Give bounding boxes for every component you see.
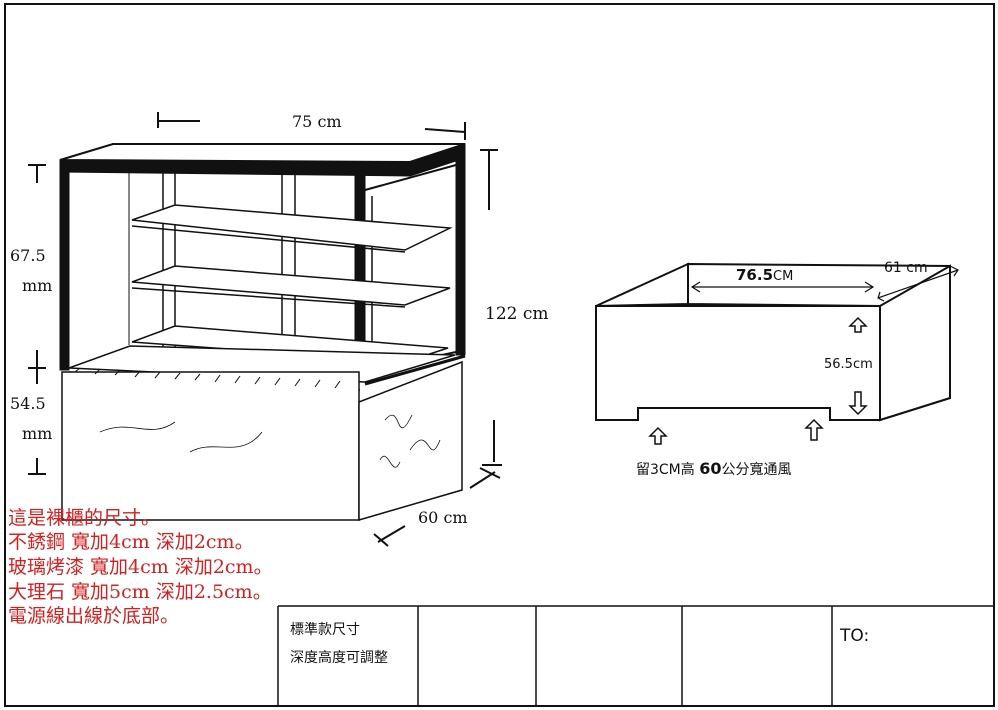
- total-height-marks: [480, 149, 502, 466]
- lower-height-unit: mm: [22, 424, 53, 443]
- cutout-height-label: 56.5cm: [824, 357, 873, 372]
- lower-height-value: 54.5: [10, 394, 46, 413]
- cabinet-width-label: 75 cm: [292, 112, 342, 131]
- note-line-4: 大理石 寬加5cm 深加2.5cm。: [8, 581, 272, 603]
- cutout-drawing: [595, 262, 951, 422]
- cutout-width-arrow: [690, 265, 959, 302]
- airflow-arrows: [648, 316, 868, 445]
- width-dimension-marks: [157, 112, 466, 140]
- height-dimension-marks: [28, 164, 46, 475]
- vent-prefix: 留3CM高: [636, 462, 700, 478]
- sheet-border: [4, 3, 995, 707]
- note-line-1: 這是裸櫃的尺寸。: [8, 507, 161, 529]
- cutout-width-value: 76.5: [736, 266, 774, 284]
- title-standard-size: 標準款尺寸: [290, 622, 360, 638]
- title-block: [277, 605, 994, 706]
- note-line-3: 玻璃烤漆 寬加4cm 深加2cm。: [8, 556, 273, 578]
- upper-height-unit: mm: [22, 276, 53, 295]
- cutout-width-unit: CM: [773, 269, 794, 284]
- note-line-2: 不銹鋼 寬加4cm 深加2cm。: [8, 531, 254, 553]
- cutout-width-label: 76.5CM: [736, 266, 793, 284]
- note-line-5: 電源線出線於底部。: [8, 605, 180, 627]
- cabinet-drawing: [59, 143, 466, 521]
- ventilation-note: 留3CM高 60公分寬通風: [636, 459, 791, 479]
- depth-dimension-marks: [373, 467, 501, 547]
- title-to-label: TO:: [840, 626, 870, 646]
- cutout-depth-label: 61 cm: [884, 260, 928, 276]
- vent-bold-value: 60: [699, 459, 722, 478]
- cabinet-total-height-label: 122 cm: [485, 304, 549, 324]
- title-adjustable-note: 深度高度可調整: [290, 650, 388, 666]
- cabinet-depth-label: 60 cm: [418, 508, 468, 527]
- base-hatch: [74, 367, 341, 389]
- vent-suffix: 公分寬通風: [721, 462, 792, 478]
- upper-height-value: 67.5: [10, 246, 46, 265]
